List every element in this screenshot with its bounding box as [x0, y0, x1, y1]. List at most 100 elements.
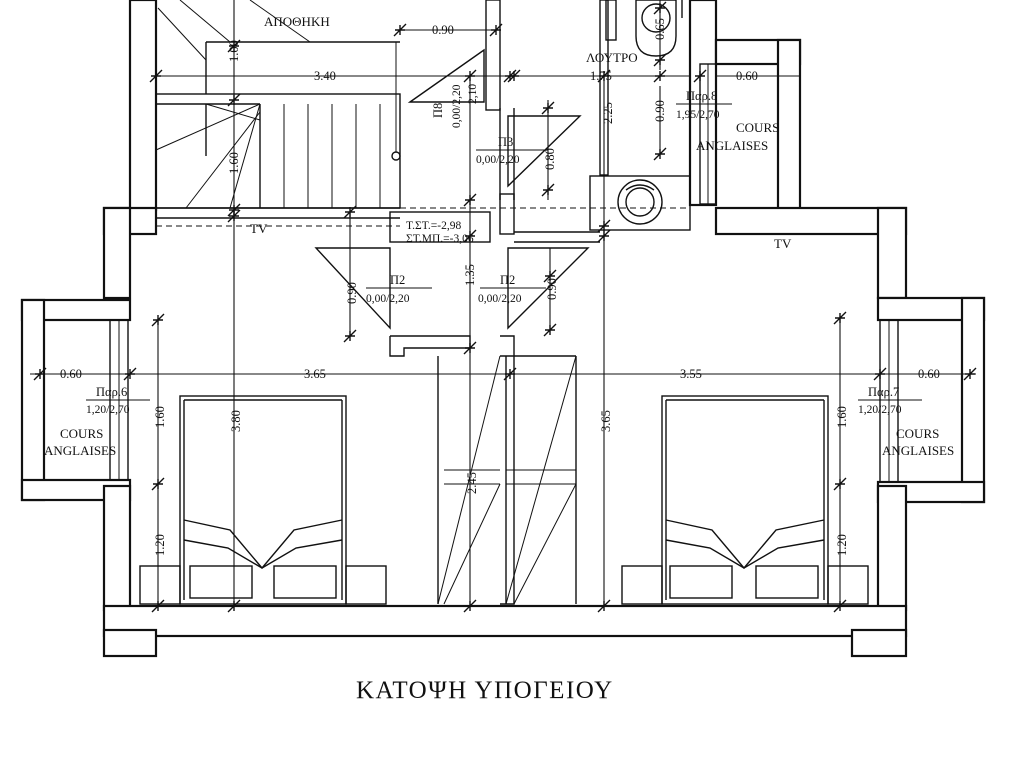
dim-stair-vertical: 1.60 — [227, 152, 241, 174]
dim-storage-top: 0.90 — [432, 23, 454, 37]
dim-wc: 0.65 — [653, 18, 667, 40]
dimension-tick — [503, 367, 517, 381]
bathroom-label: ΛΟΥΤΡΟ — [586, 50, 638, 65]
dim-window-left: 1.60 — [153, 406, 167, 428]
dimension-tick — [597, 219, 611, 233]
dimension-tick — [653, 1, 667, 15]
dim-bath-width: 1.75 — [590, 69, 612, 83]
dimension-tick — [543, 323, 557, 337]
par6-size: 1,20/2,70 — [86, 404, 130, 416]
dim-bottom-left: 1.20 — [153, 534, 167, 556]
dim-storage-vertical: 1.00 — [227, 40, 241, 62]
par8-name: Παρ.8 — [686, 89, 717, 103]
cours-right-line1: COURS — [896, 426, 939, 441]
dimension-tick — [227, 599, 241, 613]
storage-label: ΑΠΟΘΗΚΗ — [264, 14, 330, 29]
dimension-texts: 1.00 0.90 3.40 1.60 0.65 1.75 2.25 0.90 … — [60, 18, 940, 556]
level-ts: Τ.ΣΤ.=-2,98 — [406, 220, 461, 232]
dim-p2-right: 0.90 — [545, 278, 559, 300]
dim-wardrobe: 2.45 — [465, 472, 479, 494]
p8-name: Π8 — [431, 103, 445, 118]
dim-room-depth-right: 3.65 — [599, 410, 613, 432]
tv-label-right: TV — [774, 236, 792, 251]
cours-left-line2: ANGLAISES — [44, 443, 116, 458]
dimension-tick — [463, 229, 477, 243]
dimension-ticks — [33, 1, 977, 613]
dim-bottom-right: 1.20 — [835, 534, 849, 556]
dimension-tick — [597, 69, 611, 83]
p2-right-name: Π2 — [500, 273, 515, 287]
dim-cours-right: 0.60 — [918, 367, 940, 381]
cours-top-line1: COURS — [736, 120, 779, 135]
dim-bath-window: 0.90 — [653, 100, 667, 122]
dimension-tick — [227, 93, 241, 107]
bed-right — [621, 395, 869, 605]
dim-room-left: 3.65 — [304, 367, 326, 381]
exterior-walls — [20, 0, 986, 658]
p2-left-size: 0,00/2,20 — [366, 293, 410, 305]
dim-room-right: 3.55 — [680, 367, 702, 381]
par7-size: 1,20/2,70 — [858, 404, 902, 416]
dimension-tick — [463, 193, 477, 207]
p8-extra: 2,10 — [467, 84, 479, 104]
par7-name: Παρ.7 — [868, 385, 899, 399]
dim-bath-vertical: 2.25 — [601, 102, 615, 124]
dimension-tick — [463, 69, 477, 83]
tv-label-left: TV — [250, 221, 268, 236]
dimension-tick — [541, 183, 555, 197]
dimension-tick — [463, 599, 477, 613]
dimension-tick — [873, 367, 887, 381]
dim-p3: 0.80 — [543, 148, 557, 170]
dimension-tick — [833, 599, 847, 613]
dimension-tick — [693, 69, 707, 83]
cours-top-line2: ANGLAISES — [696, 138, 768, 153]
dimension-tick — [343, 329, 357, 343]
dimension-tick — [653, 147, 667, 161]
dim-stair-width: 3.40 — [314, 69, 336, 83]
par8-size: 1,95/2,70 — [676, 109, 720, 121]
dim-p2-left: 0.90 — [345, 282, 359, 304]
dimension-tick — [227, 209, 241, 223]
dimension-tick — [833, 477, 847, 491]
dimension-tick — [833, 311, 847, 325]
p3-name: Π3 — [498, 135, 513, 149]
dimension-tick — [653, 69, 667, 83]
dimension-tick — [393, 23, 407, 37]
cours-left-line1: COURS — [60, 426, 103, 441]
dimension-tick — [963, 367, 977, 381]
opening-labels: Π8 0,00/2,20 2,10 Π3 0,00/2,20 Π2 0,00/2… — [86, 84, 922, 416]
dimension-tick — [123, 367, 137, 381]
staircase — [155, 0, 401, 209]
dimension-tick — [597, 599, 611, 613]
dimension-tick — [227, 39, 241, 53]
dimension-tick — [489, 23, 503, 37]
dim-window-right: 1.60 — [835, 406, 849, 428]
dim-cours-top: 0.60 — [736, 69, 758, 83]
dimension-tick — [343, 205, 357, 219]
p3-size: 0,00/2,20 — [476, 154, 520, 166]
dimension-tick — [151, 313, 165, 327]
dimension-tick — [151, 599, 165, 613]
dim-room-depth-left: 3.80 — [229, 410, 243, 432]
level-labels: Τ.ΣΤ.=-2,98 ΣΤ.ΜΠ.=-3,06 — [406, 220, 474, 245]
interior-walls — [156, 0, 691, 605]
dimension-tick — [541, 101, 555, 115]
dimension-tick — [653, 53, 667, 67]
p2-left-name: Π2 — [390, 273, 405, 287]
par6-name: Παρ.6 — [96, 385, 127, 399]
dimension-tick — [149, 69, 163, 83]
plan-title: ΚΑΤΟΨΗ ΥΠΟΓΕΙΟΥ — [356, 677, 614, 704]
dimension-tick — [33, 367, 47, 381]
wardrobe — [437, 355, 577, 605]
level-stmp: ΣΤ.ΜΠ.=-3,06 — [406, 233, 474, 245]
dimension-tick — [543, 269, 557, 283]
room-labels: ΑΠΟΘΗΚΗ ΛΟΥΤΡΟ COURS ANGLAISES COURS ANG… — [44, 14, 954, 458]
dimension-tick — [463, 341, 477, 355]
dimension-tick — [151, 477, 165, 491]
bed-left — [139, 395, 387, 605]
dimension-tick — [507, 69, 521, 83]
cours-right-line2: ANGLAISES — [882, 443, 954, 458]
dimension-tick — [597, 229, 611, 243]
dim-cours-left: 0.60 — [60, 367, 82, 381]
